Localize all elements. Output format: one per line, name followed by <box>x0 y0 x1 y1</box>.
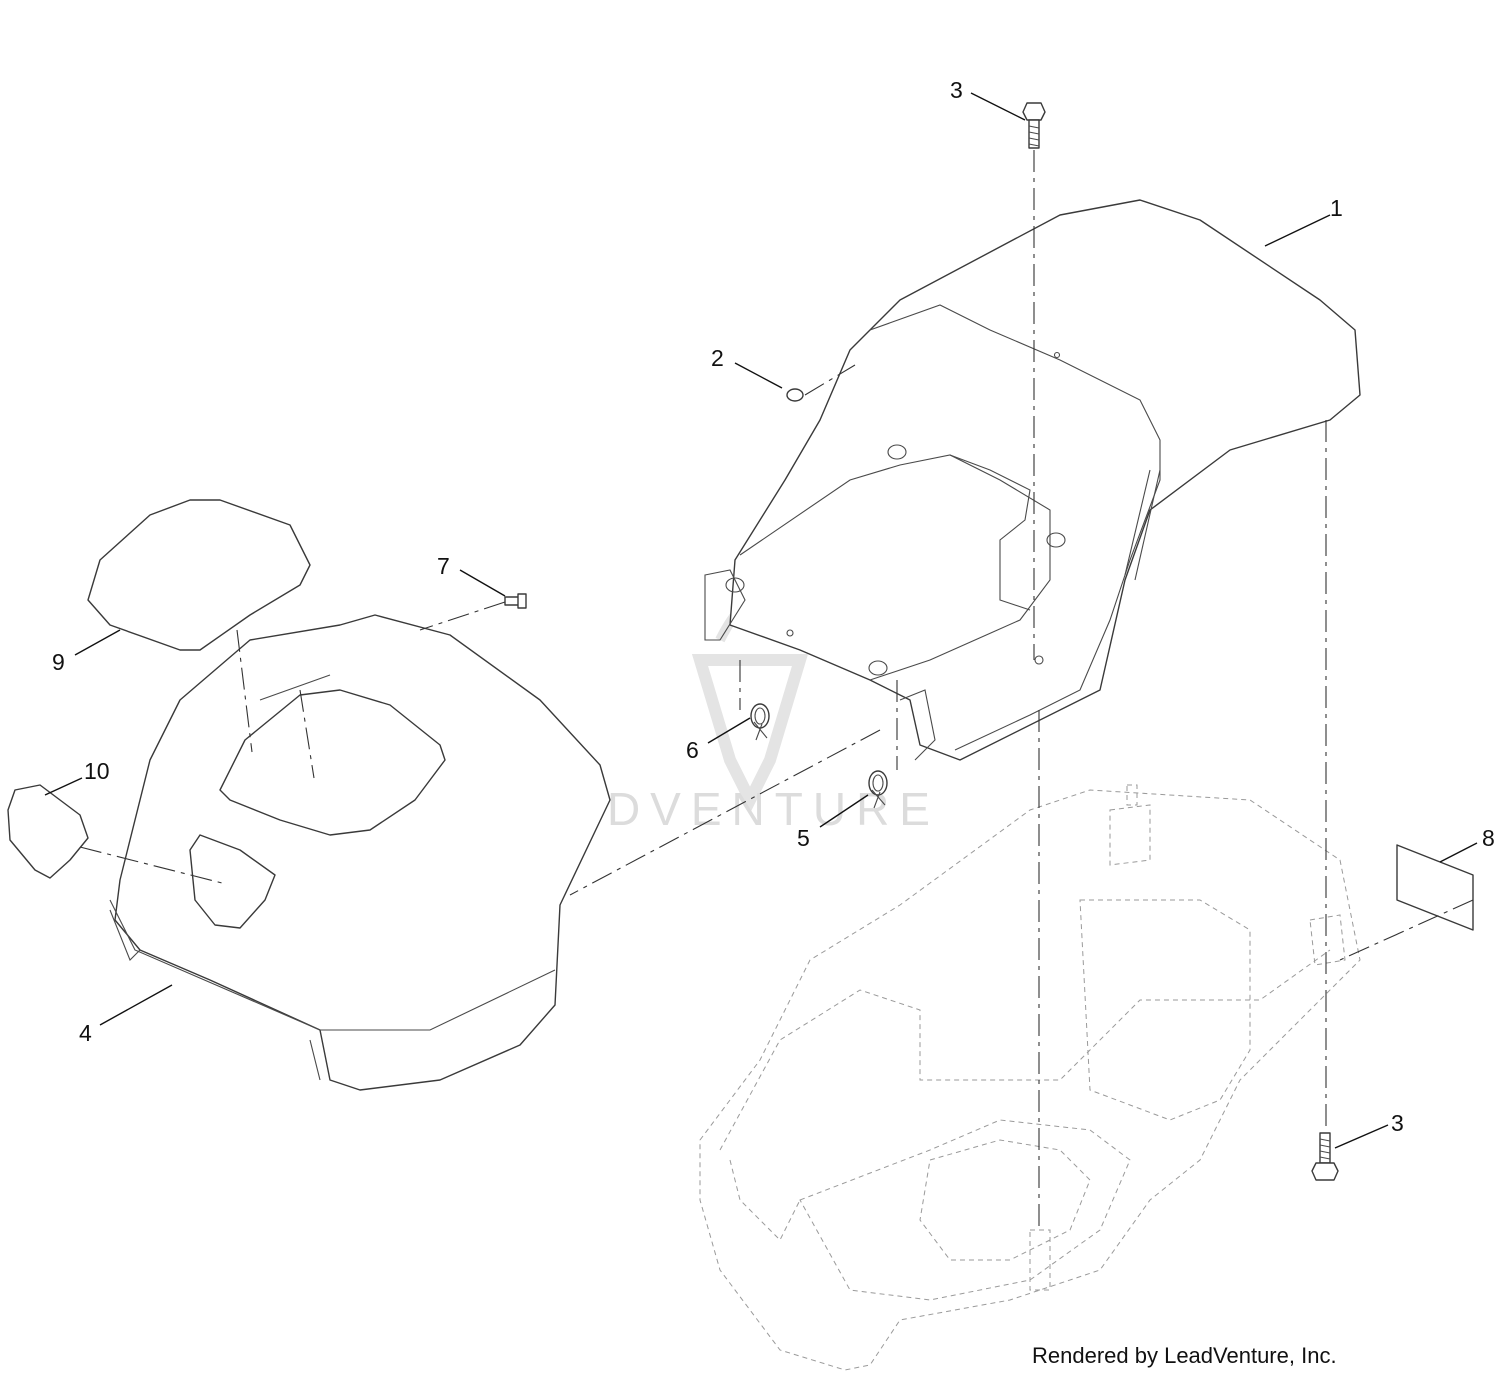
callout-2: 2 <box>711 345 724 371</box>
part-2-plug <box>786 388 804 402</box>
leader-9 <box>74 629 121 656</box>
leader-3-bottom <box>1334 1124 1389 1149</box>
leader-1 <box>1264 214 1331 247</box>
leader-4 <box>99 984 173 1026</box>
leader-10 <box>44 777 83 796</box>
leader-8 <box>1439 842 1478 863</box>
assembly-lines <box>79 150 1474 1230</box>
leader-6 <box>707 717 751 744</box>
lower-base-tub <box>699 784 1361 1371</box>
part-3-bolt-top <box>1022 102 1046 149</box>
callout-10: 10 <box>84 758 110 784</box>
callout-8: 8 <box>1482 825 1495 851</box>
callout-3-bottom: 3 <box>1391 1110 1404 1136</box>
part-5-spring <box>868 770 888 809</box>
leader-3-top <box>970 92 1026 121</box>
part-4-front-hood <box>109 614 611 1091</box>
part-3-bolt-bottom <box>1311 1132 1339 1181</box>
render-credit: Rendered by LeadVenture, Inc. <box>1032 1343 1337 1368</box>
callout-9: 9 <box>52 649 65 675</box>
part-7-screw <box>504 593 527 609</box>
leader-2 <box>734 362 783 389</box>
callout-7: 7 <box>437 553 450 579</box>
callout-4: 4 <box>79 1020 92 1046</box>
leader-lines <box>44 92 1478 1149</box>
part-6-spring <box>750 703 770 741</box>
part-9-top-panel <box>87 499 311 651</box>
callout-6: 6 <box>686 737 699 763</box>
leader-5 <box>819 794 869 828</box>
callouts: 3 1 2 7 9 10 6 5 8 4 3 <box>52 77 1495 1136</box>
leader-7 <box>459 569 506 597</box>
callout-1: 1 <box>1330 195 1343 221</box>
part-1-upper-panel <box>704 199 1361 761</box>
callout-5: 5 <box>797 825 810 851</box>
callout-3-top: 3 <box>950 77 963 103</box>
part-10-side-lens <box>7 784 89 879</box>
